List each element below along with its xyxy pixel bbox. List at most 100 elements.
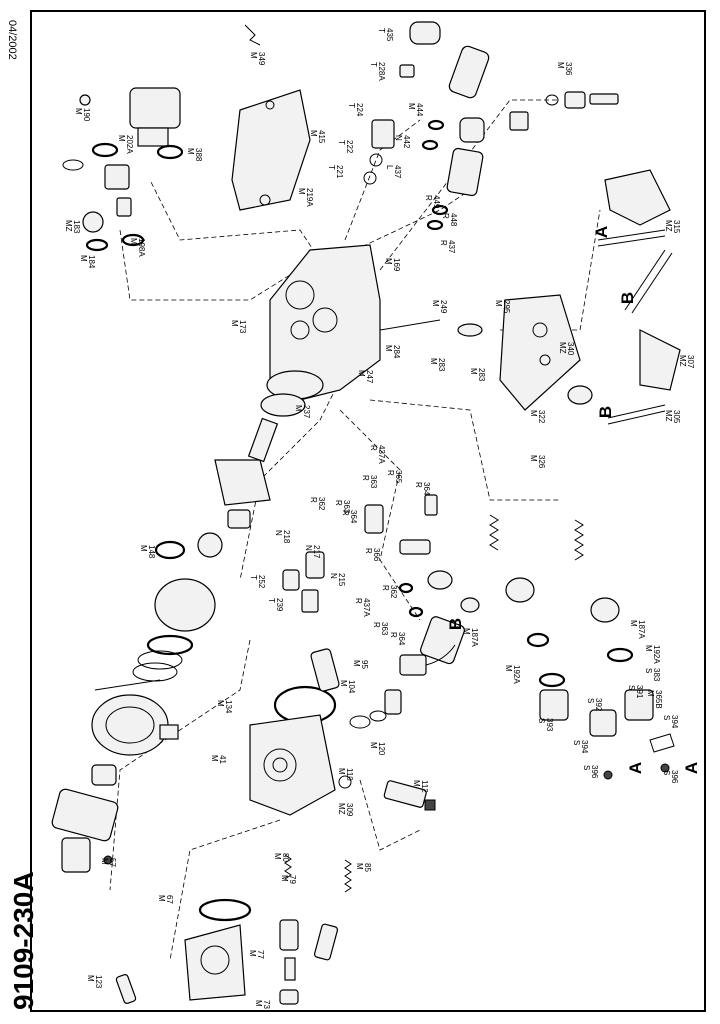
callout-code: R	[364, 548, 373, 554]
callout-code: M	[384, 345, 393, 352]
callout-code: M	[294, 405, 303, 412]
callout-code: M	[86, 975, 95, 982]
callout-number: 190	[82, 108, 91, 122]
callout-code: M	[357, 370, 366, 377]
callout-number: 224	[355, 103, 364, 117]
callout-number: 336	[564, 62, 573, 76]
section-letter-A2: A	[626, 761, 646, 775]
callout-number: 435	[385, 28, 394, 42]
callout-number: 284	[392, 345, 401, 359]
callout-number: 449	[432, 195, 441, 209]
callout-number: 362	[389, 585, 398, 599]
callout-number: 202A	[125, 135, 134, 154]
callout-number: 392	[594, 698, 603, 712]
callout-code: MZ	[337, 803, 346, 815]
callout-number: 57	[108, 858, 117, 867]
callout-code: S	[662, 715, 671, 721]
callout-code: M	[74, 108, 83, 115]
callout-code: S	[572, 740, 581, 746]
callout-code: MZ	[664, 220, 673, 232]
callout-number: 237	[302, 405, 311, 419]
callout-code: M	[629, 620, 638, 627]
callout-code: R	[361, 475, 370, 481]
callout-number: 363	[369, 475, 378, 489]
callout-code: S	[537, 718, 546, 724]
callout-number: 217	[312, 545, 321, 559]
callout-code: S	[586, 698, 595, 704]
callout-code: M	[129, 238, 138, 245]
callout-code: M	[248, 950, 257, 957]
callout-code: MZ	[664, 410, 673, 422]
callout-code: M	[100, 858, 109, 865]
callout-code: T	[327, 165, 336, 170]
callout-code: T	[337, 140, 346, 145]
callout-code: S	[644, 668, 653, 674]
callout-code: T	[369, 62, 378, 67]
callout-number: 437A	[377, 445, 386, 464]
shutoff-valve-assembly	[62, 87, 184, 252]
callout-number: 247	[365, 370, 374, 384]
callout-number: 393	[545, 718, 554, 732]
distributor-head	[249, 648, 402, 816]
callout-code: M	[644, 645, 653, 652]
section-letter-A1: A	[592, 225, 612, 239]
callout-number: 307	[686, 355, 695, 369]
callout-code: MZ	[64, 220, 73, 232]
callout-code: M	[254, 1000, 263, 1007]
callout-number: 363	[380, 622, 389, 636]
callout-number: 173	[238, 320, 247, 334]
callout-number: 364	[397, 632, 406, 646]
callout-number: 388	[194, 148, 203, 162]
callout-number: 221	[335, 165, 344, 179]
callout-code: T	[249, 575, 258, 580]
callout-number: 252	[257, 575, 266, 589]
callout-code: R	[441, 213, 450, 219]
callout-code: MZ	[558, 342, 567, 354]
timing-device	[51, 764, 119, 873]
governor-cover	[115, 898, 252, 1004]
callout-code: M	[407, 103, 416, 110]
section-letter-B1: B	[618, 291, 638, 305]
callout-number: 222	[345, 140, 354, 154]
callout-code: T	[347, 103, 356, 108]
callout-number: 85	[363, 863, 372, 872]
callout-code: M	[429, 358, 438, 365]
callout-code: M	[494, 300, 503, 307]
drive-shaft	[132, 417, 279, 682]
callout-code: M	[529, 455, 538, 462]
callout-code: R	[389, 632, 398, 638]
